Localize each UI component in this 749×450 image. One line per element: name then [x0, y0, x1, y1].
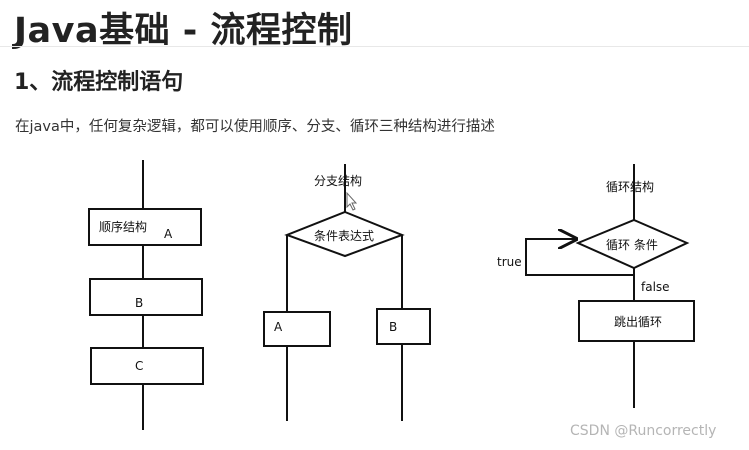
loop-structure-diagram: 循环结构 循环 条件 true false 跳出循环: [497, 164, 695, 408]
sequence-box-a-tag: A: [164, 227, 173, 241]
branch-box-b-label: B: [389, 320, 397, 334]
sequence-box-c: [90, 347, 204, 385]
sequence-structure-diagram: 顺序结构 A B C: [88, 160, 204, 430]
mouse-cursor-icon: [346, 191, 358, 211]
branch-structure-diagram: 分支结构 条件表达式 A B: [263, 164, 431, 421]
branch-title: 分支结构: [314, 173, 362, 188]
page-title: Java基础 - 流程控制: [14, 11, 353, 51]
branch-condition-diamond: [284, 210, 405, 258]
branch-box-a: [263, 311, 331, 347]
title-divider: [0, 46, 749, 47]
sequence-box-a: [88, 208, 202, 246]
section-heading: 1、流程控制语句: [14, 70, 184, 95]
loop-true-label: true: [497, 255, 522, 269]
sequence-box-b: [89, 278, 203, 316]
branch-box-b: [376, 308, 431, 345]
loop-exit-label: 跳出循环: [614, 315, 662, 329]
loop-condition-label: 循环 条件: [606, 238, 658, 252]
branch-condition-label: 条件表达式: [314, 229, 374, 243]
intro-paragraph: 在java中，任何复杂逻辑，都可以使用顺序、分支、循环三种结构进行描述: [15, 119, 495, 135]
branch-box-a-label: A: [274, 320, 283, 334]
loop-false-label: false: [641, 280, 670, 294]
sequence-box-c-label: C: [135, 359, 143, 373]
watermark: CSDN @Runcorrectly: [570, 423, 717, 439]
loop-exit-box: [578, 300, 695, 342]
sequence-box-a-label: 顺序结构: [99, 219, 147, 234]
loop-true-feedback-line: [525, 239, 635, 276]
loop-title: 循环结构: [606, 179, 654, 194]
sequence-box-b-label: B: [135, 296, 143, 310]
